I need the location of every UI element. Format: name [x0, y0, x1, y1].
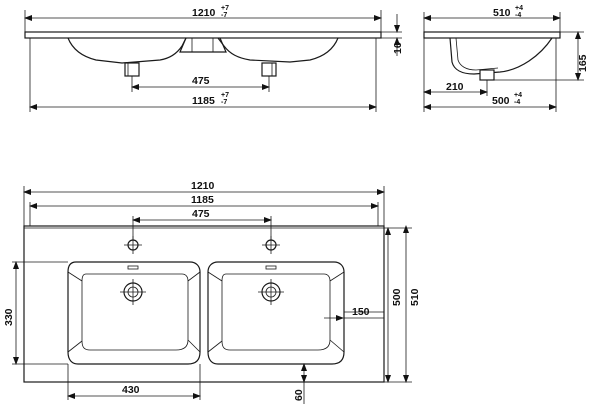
top-dim-430: 430	[122, 384, 140, 396]
top-bowl-right-outer	[207, 261, 345, 365]
top-dim-330: 330	[3, 308, 15, 326]
side-view: 510 +4 -4 165 210 500 +4 -4	[423, 5, 589, 112]
front-dim-1210-tol-minus: -7	[221, 12, 227, 19]
side-countertop	[423, 31, 561, 39]
side-dim-500-tol-plus: +4	[514, 92, 522, 99]
side-drain	[479, 69, 495, 81]
side-dim-165: 165	[577, 54, 589, 72]
top-dim-475: 475	[192, 208, 210, 220]
top-dim-500: 500	[391, 288, 403, 306]
front-countertop	[24, 31, 382, 39]
front-drain-right	[261, 62, 277, 77]
front-drain-left	[124, 62, 140, 77]
front-dim-1185-tol-minus: -7	[221, 99, 227, 106]
top-dim-60: 60	[293, 389, 305, 401]
front-basin-outline	[67, 37, 339, 64]
front-view: 1210 +7 -7 16 475 1185 +7 -7	[24, 5, 404, 112]
front-dim-16: 16	[392, 42, 404, 54]
side-dim-510-tol-minus: -4	[515, 12, 521, 19]
top-dim-150: 150	[352, 306, 370, 318]
side-dim-510: 510	[493, 7, 511, 19]
top-dim-510: 510	[409, 288, 421, 306]
top-bowl-left-inner	[81, 273, 189, 351]
side-dim-500: 500	[492, 95, 510, 107]
top-countertop	[23, 225, 385, 383]
top-dim-1185: 1185	[191, 194, 214, 206]
front-dim-475: 475	[192, 75, 210, 87]
front-dim-1185-tol-plus: +7	[221, 92, 229, 99]
front-overflow-block	[179, 37, 227, 53]
side-dim-500-tol-minus: -4	[514, 99, 520, 106]
top-bowl-right-inner	[221, 273, 331, 351]
front-dim-1210-tol-plus: +7	[221, 5, 229, 12]
front-dim-1210: 1210	[192, 7, 216, 19]
side-dim-210: 210	[446, 81, 464, 93]
top-dim-1210: 1210	[191, 180, 215, 192]
top-bowl-left-outer	[67, 261, 201, 365]
side-basin-profile	[449, 37, 553, 75]
top-view: 1210 1185 475 500 510 330 150 430	[3, 180, 421, 404]
front-dim-1185: 1185	[192, 95, 215, 107]
side-dim-510-tol-plus: +4	[515, 5, 523, 12]
